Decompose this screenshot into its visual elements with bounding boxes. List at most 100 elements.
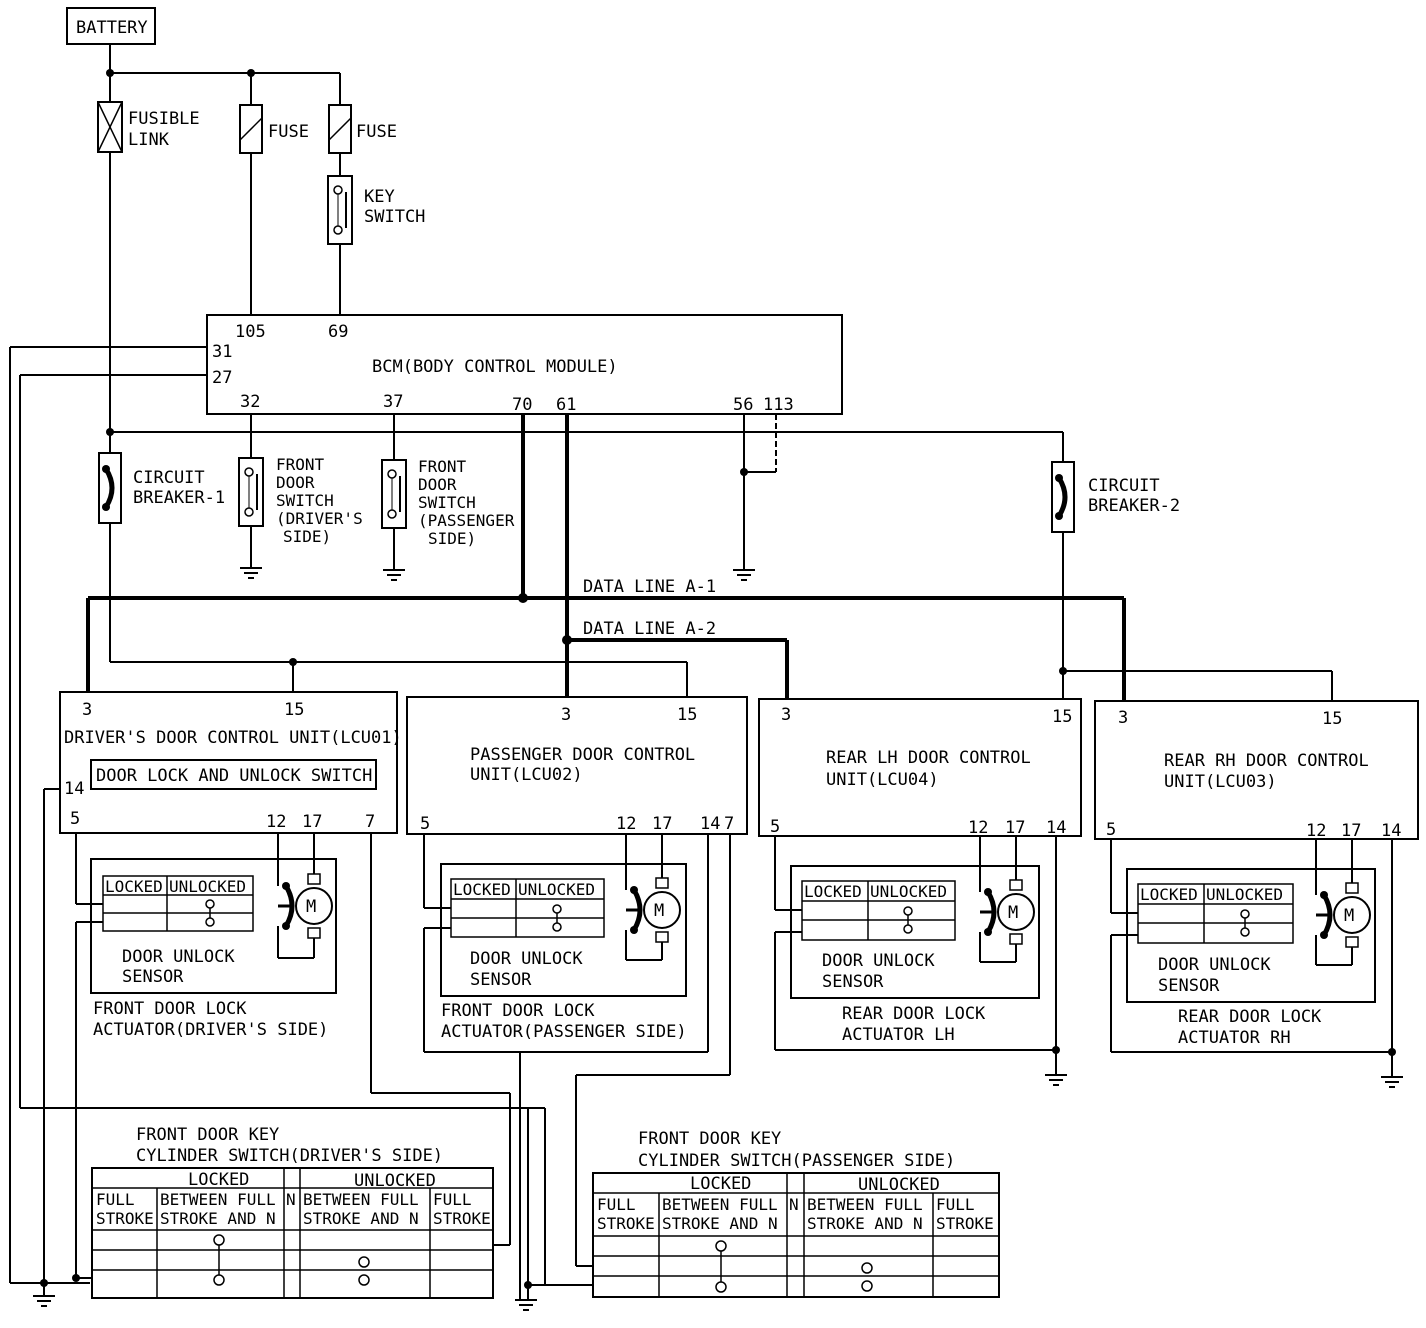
kc-pass-title-1: FRONT DOOR KEY [638,1129,781,1149]
bcm-pin-32: 32 [240,392,260,412]
kc-driver-full-2: STROKE [96,1209,154,1228]
lcu01-actuator-label-2: ACTUATOR(DRIVER'S SIDE) [93,1020,328,1040]
fds-driver-label-3: SWITCH [276,491,334,510]
kc-pass-between-1: BETWEEN FULL [662,1195,778,1214]
lcu03-title-1: REAR RH DOOR CONTROL [1164,751,1369,771]
lcu01-box [59,691,398,834]
data-line-a2-label: DATA LINE A-2 [583,619,716,639]
lcu02-motor-label: M [654,901,664,921]
circuit-breaker-2-symbol [1052,462,1074,532]
kc-driver-between-3: BETWEEN FULL [303,1190,419,1209]
lcu03-unlocked-label: UNLOCKED [1206,885,1283,904]
lcu01-motor-symbol [278,874,332,938]
kc-driver-title-1: FRONT DOOR KEY [136,1125,279,1145]
lcu01-title: DRIVER'S DOOR CONTROL UNIT(LCU01) [64,728,402,748]
kc-driver-between-2: STROKE AND N [160,1209,276,1228]
lcu04-motor-symbol [980,880,1034,944]
fusible-link-label-2: LINK [128,130,170,150]
bcm-pin-105: 105 [235,322,266,342]
lcu02-pin-15: 15 [677,705,697,725]
lcu02-pin-12: 12 [616,814,636,834]
lcu03-sensor-label-2: SENSOR [1158,976,1220,996]
bcm-pin-70: 70 [512,395,532,415]
lcu04-pin-5: 5 [770,817,780,837]
data-line-a1-label: DATA LINE A-1 [583,577,716,597]
kc-driver-locked: LOCKED [188,1170,249,1190]
lcu01-actuator-box [90,858,337,994]
fds-pass-label-3: SWITCH [418,493,476,512]
fds-driver-label-5: SIDE) [283,527,331,546]
fds-driver-label-4: (DRIVER'S [276,509,363,528]
front-door-switch-driver-symbol [238,457,264,527]
lcu02-pin-3: 3 [561,705,571,725]
circuit-breaker-1-symbol [99,453,121,523]
lcu03-sensor-label-1: DOOR UNLOCK [1158,955,1271,975]
kc-driver-between-1: BETWEEN FULL [160,1190,276,1209]
lcu02-sensor-label-1: DOOR UNLOCK [470,949,583,969]
kc-pass-title-2: CYLINDER SWITCH(PASSENGER SIDE) [638,1151,955,1171]
kc-pass-locked: LOCKED [690,1174,751,1194]
fds-pass-label-1: FRONT [418,457,467,476]
lcu03-pin-5: 5 [1106,820,1116,840]
lcu04-actuator-label-1: REAR DOOR LOCK [842,1004,986,1024]
lcu01-pin-7: 7 [365,812,375,832]
lcu04-sensor-label-1: DOOR UNLOCK [822,951,935,971]
kc-driver-table [91,1167,494,1299]
lcu04-pin-12: 12 [968,818,988,838]
bcm-pin-31: 31 [212,342,232,362]
lcu04-pin-3: 3 [781,705,791,725]
kc-pass-between-4: STROKE AND N [807,1214,923,1233]
lcu04-sensor-label-2: SENSOR [822,972,884,992]
lcu04-pin-15: 15 [1052,707,1072,727]
lcu02-pin-14: 14 [700,814,720,834]
front-door-switch-passenger-symbol [381,459,407,529]
lcu03-pin-12: 12 [1306,821,1326,841]
lcu03-locked-label: LOCKED [1140,885,1198,904]
kc-pass-n: N [789,1195,799,1214]
lcu02-pin-7: 7 [724,814,734,834]
bcm-pin-61: 61 [556,395,576,415]
cb2-label-2: BREAKER-2 [1088,496,1180,516]
lcu03-motor-label: M [1344,906,1354,926]
lcu02-unlocked-label: UNLOCKED [518,880,595,899]
lcu01-switch-box [90,759,377,790]
lcu03-pin-14: 14 [1381,821,1401,841]
kc-driver-title-2: CYLINDER SWITCH(DRIVER'S SIDE) [136,1146,443,1166]
lcu01-sensor-label-1: DOOR UNLOCK [122,947,235,967]
lcu03-pin-15: 15 [1322,709,1342,729]
kc-pass-full-1: FULL [597,1195,636,1214]
kc-pass-between-3: BETWEEN FULL [807,1195,923,1214]
lcu02-locked-label: LOCKED [453,880,511,899]
lcu03-pin-17: 17 [1341,821,1361,841]
kc-driver-unlocked: UNLOCKED [354,1171,436,1191]
lcu04-title-1: REAR LH DOOR CONTROL [826,748,1031,768]
key-switch-label-2: SWITCH [364,207,425,227]
fds-driver-label-1: FRONT [276,455,325,474]
lcu01-pin-3: 3 [82,700,92,720]
lcu01-sensor-label-2: SENSOR [122,967,184,987]
lcu03-pin-3: 3 [1118,708,1128,728]
cb1-label-1: CIRCUIT [133,468,205,488]
lcu02-actuator-label-1: FRONT DOOR LOCK [441,1001,595,1021]
bcm-title: BCM(BODY CONTROL MODULE) [372,357,618,377]
lcu01-locked-label: LOCKED [105,877,163,896]
kc-pass-unlocked: UNLOCKED [858,1175,940,1195]
lcu02-title-2: UNIT(LCU02) [470,765,583,785]
lcu03-box [1094,700,1419,840]
lcu02-box [406,696,748,835]
lcu04-title-2: UNIT(LCU04) [826,770,939,790]
lcu01-switch-label: DOOR LOCK AND UNLOCK SWITCH [96,766,372,786]
lcu01-pin-15: 15 [284,700,304,720]
kc-driver-full-1: FULL [96,1190,135,1209]
lcu01-motor-label: M [306,897,316,917]
lcu04-actuator-label-2: ACTUATOR LH [842,1025,955,1045]
fds-driver-label-2: DOOR [276,473,315,492]
lcu01-actuator-label-1: FRONT DOOR LOCK [93,999,247,1019]
cb1-label-2: BREAKER-1 [133,488,225,508]
lcu02-actuator-box [440,863,687,997]
kc-pass-full-4: STROKE [936,1214,994,1233]
lcu02-actuator-label-2: ACTUATOR(PASSENGER SIDE) [441,1022,687,1042]
bcm-pin-56: 56 [733,395,753,415]
lcu03-motor-symbol [1316,883,1370,947]
